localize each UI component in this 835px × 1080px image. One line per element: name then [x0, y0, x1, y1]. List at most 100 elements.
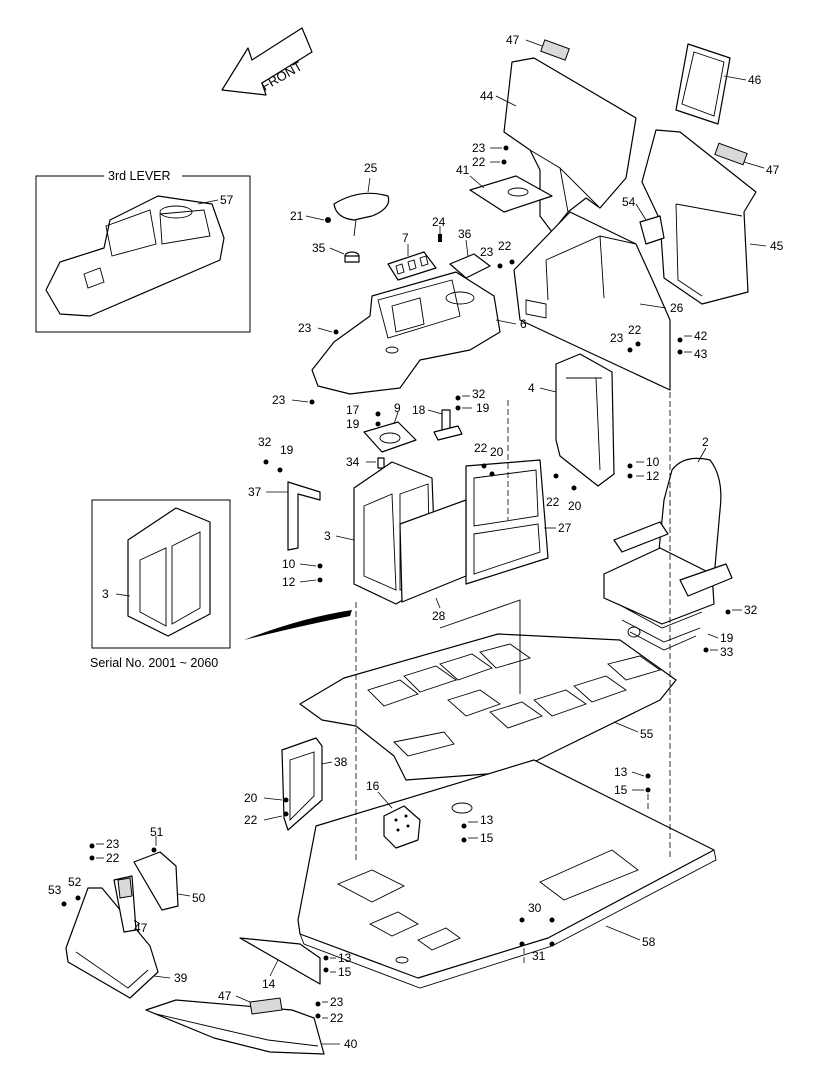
callout-52: 52 — [68, 875, 82, 889]
callout-45: 45 — [770, 239, 784, 253]
callout-50: 50 — [192, 891, 206, 905]
front-console-6: 6 — [311, 271, 527, 395]
hardware-right: 10 12 22 20 — [546, 455, 660, 513]
callout-27: 27 — [558, 521, 572, 535]
callout-14: 14 — [262, 977, 276, 991]
callout-13a: 13 — [614, 765, 628, 779]
callout-54: 54 — [622, 195, 636, 209]
callout-25: 25 — [364, 161, 378, 175]
seat-2: 2 32 19 33 — [603, 435, 758, 659]
callout-10b: 10 — [282, 557, 296, 571]
callout-34: 34 — [346, 455, 360, 469]
callout-12b: 12 — [282, 575, 296, 589]
callout-38: 38 — [334, 755, 348, 769]
bracket-4: 4 — [528, 353, 615, 487]
callout-6: 6 — [520, 317, 527, 331]
callout-16: 16 — [366, 779, 380, 793]
panel-27: 27 22 20 — [465, 441, 572, 585]
plate-14: 14 13 15 — [239, 937, 352, 991]
callout-7: 7 — [402, 231, 409, 245]
center-top-hardware: 9 17 19 18 32 19 34 32 19 — [258, 387, 490, 473]
callout-10a: 10 — [646, 455, 660, 469]
callout-15a: 15 — [614, 783, 628, 797]
callout-3: 3 — [324, 529, 331, 543]
callout-22h: 22 — [330, 1011, 344, 1025]
callout-19b: 19 — [346, 417, 360, 431]
inset-lever-title: 3rd LEVER — [108, 169, 171, 183]
callout-19a: 19 — [720, 631, 734, 645]
callout-57: 57 — [220, 193, 234, 207]
center-cover-3: 3 28 10 12 — [282, 461, 467, 623]
callout-53: 53 — [48, 883, 62, 897]
callout-4: 4 — [528, 381, 535, 395]
floor-hardware: 13 15 13 15 30 31 — [461, 765, 651, 963]
callout-30: 30 — [528, 901, 542, 915]
callout-47c: 47 — [134, 921, 148, 935]
callout-19c: 19 — [476, 401, 490, 415]
callout-42: 42 — [694, 329, 708, 343]
callout-23a: 23 — [472, 141, 486, 155]
callout-22a: 22 — [472, 155, 486, 169]
bracket-54: 54 — [622, 195, 665, 245]
callout-22e: 22 — [474, 441, 488, 455]
callout-20b: 20 — [490, 445, 504, 459]
alignment-lines — [355, 392, 671, 964]
front-arrow: FRONT — [221, 27, 313, 96]
callout-44: 44 — [480, 89, 494, 103]
callout-19d: 19 — [280, 443, 294, 457]
callout-12a: 12 — [646, 469, 660, 483]
callout-47b: 47 — [766, 163, 780, 177]
callout-18: 18 — [412, 403, 426, 417]
callout-36: 36 — [458, 227, 472, 241]
callout-22c: 22 — [628, 323, 642, 337]
inset-3rd-lever: 3rd LEVER 57 — [35, 168, 251, 333]
floor-mat-55: 55 — [299, 599, 677, 781]
callout-24: 24 — [432, 215, 446, 229]
callout-15c: 15 — [338, 965, 352, 979]
left-console-39: 47 39 50 51 23 22 52 53 — [48, 825, 206, 999]
callout-46: 46 — [748, 73, 762, 87]
callout-33: 33 — [720, 645, 734, 659]
callout-26: 26 — [670, 301, 684, 315]
callout-37: 37 — [248, 485, 262, 499]
bracket-38: 38 20 22 — [244, 737, 348, 831]
callout-58: 58 — [642, 935, 656, 949]
callout-23b: 23 — [480, 245, 494, 259]
callout-23c: 23 — [610, 331, 624, 345]
callout-20a: 20 — [568, 499, 582, 513]
callout-21: 21 — [290, 209, 304, 223]
callout-43: 43 — [694, 347, 708, 361]
hardware-top: 23 22 23 22 23 22 42 43 23 23 — [272, 141, 708, 407]
inset-serial-part: 3 — [102, 587, 109, 601]
callout-22g: 22 — [106, 851, 120, 865]
bracket-37: 37 — [248, 481, 321, 551]
callout-31: 31 — [532, 949, 546, 963]
callout-20c: 20 — [244, 791, 258, 805]
knob-25: 25 — [333, 161, 390, 237]
callout-51: 51 — [150, 825, 164, 839]
callout-23d: 23 — [298, 321, 312, 335]
panel-46: 46 — [675, 43, 762, 125]
small-parts-top: 7 24 36 35 21 — [290, 209, 491, 281]
callout-47d: 47 — [218, 989, 232, 1003]
inset-serial: 3 Serial No. 2001 ~ 2060 — [90, 499, 352, 670]
inset-serial-caption: Serial No. 2001 ~ 2060 — [90, 656, 218, 670]
callout-15b: 15 — [480, 831, 494, 845]
callout-39: 39 — [174, 971, 188, 985]
rear-console: 47 44 — [480, 33, 637, 233]
pedal-16: 16 — [366, 779, 421, 849]
callout-23g: 23 — [330, 995, 344, 1009]
callout-41: 41 — [456, 163, 470, 177]
callout-2: 2 — [702, 435, 709, 449]
callout-32c: 32 — [258, 435, 272, 449]
callout-55: 55 — [640, 727, 654, 741]
callout-9: 9 — [394, 401, 401, 415]
callout-28: 28 — [432, 609, 446, 623]
callout-32b: 32 — [472, 387, 486, 401]
callout-22d: 22 — [546, 495, 560, 509]
back-panel-26: 26 — [513, 211, 684, 391]
callout-17: 17 — [346, 403, 360, 417]
callout-23e: 23 — [272, 393, 286, 407]
bracket-41: 41 — [456, 163, 553, 213]
